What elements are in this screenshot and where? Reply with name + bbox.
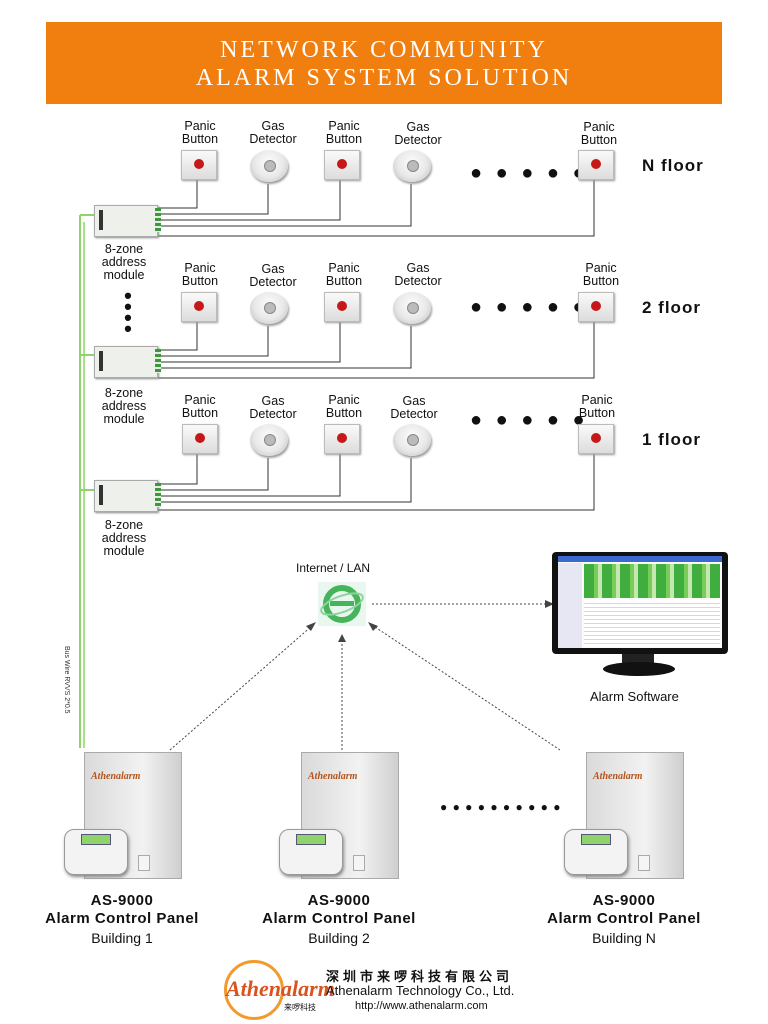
internet-explorer-icon	[318, 582, 366, 626]
arrow-heads	[306, 600, 554, 642]
more-floors-ellipsis: ••••	[124, 283, 132, 341]
panic-button-icon	[578, 150, 614, 180]
more-devices-ellipsis: ● ● ● ● ●	[470, 296, 589, 318]
panel-building-1: Building 1	[91, 930, 153, 946]
network-links	[169, 603, 561, 751]
software-label: Alarm Software	[590, 689, 679, 704]
monitor-base-icon	[603, 662, 675, 676]
keypad-icon	[279, 829, 343, 875]
gas-detector-icon	[250, 424, 288, 456]
gas-detector-icon	[393, 150, 431, 182]
more-devices-ellipsis: ● ● ● ● ●	[470, 162, 589, 184]
address-module-icon	[94, 346, 161, 378]
panel-model-2: AS-9000	[307, 892, 371, 909]
panic-button-icon	[578, 424, 614, 454]
bus-wire-label: Bus Wire RVVS 2*0.5	[63, 646, 70, 714]
monitor-stand-icon	[622, 654, 654, 664]
remote-icon	[138, 855, 150, 871]
panic-button-icon	[182, 424, 218, 454]
n-floor-wiring	[158, 178, 595, 237]
panel-building-n: Building N	[592, 930, 656, 946]
company-name-en: Athenalarm Technology Co., Ltd.	[326, 983, 515, 998]
panic-button-icon	[324, 292, 360, 322]
cabinet-logo: Athenalarm	[308, 771, 358, 782]
panel-name-2: Alarm Control Panel	[262, 910, 416, 927]
cabinet-logo: Athenalarm	[91, 771, 141, 782]
floor-label-2: 2 floor	[642, 298, 701, 317]
floor-label-1: 1 floor	[642, 430, 701, 449]
floor-label-n: N floor	[642, 156, 704, 175]
company-logo: Athenalarm 来啰科技	[222, 958, 335, 1020]
more-devices-ellipsis: ● ● ● ● ●	[470, 409, 589, 431]
address-module-icon	[94, 205, 161, 237]
gas-detector-icon	[393, 292, 431, 324]
alarm-software-screen	[558, 556, 722, 648]
panic-button-icon	[324, 150, 360, 180]
company-name-cn: 深圳市来啰科技有限公司	[326, 969, 514, 984]
gas-detector-icon	[393, 424, 431, 456]
network-label: Internet / LAN	[296, 561, 371, 575]
panel-model-n: AS-9000	[592, 892, 656, 909]
keypad-icon	[564, 829, 628, 875]
gas-detector-icon	[250, 292, 288, 324]
cabinet-logo: Athenalarm	[593, 771, 643, 782]
title-line-2: ALARM SYSTEM SOLUTION	[195, 65, 573, 91]
more-panels-ellipsis: ● ● ● ● ● ● ● ● ● ●	[440, 800, 562, 814]
panel-name-n: Alarm Control Panel	[547, 910, 701, 927]
panel-building-2: Building 2	[308, 930, 370, 946]
title-line-1: NETWORK COMMUNITY	[220, 37, 548, 63]
remote-icon	[353, 855, 365, 871]
panic-button-icon	[181, 150, 217, 180]
title-banner: NETWORK COMMUNITY ALARM SYSTEM SOLUTION	[46, 22, 722, 104]
panel-model-1: AS-9000	[90, 892, 154, 909]
panic-button-icon	[324, 424, 360, 454]
2-floor-wiring	[158, 320, 595, 379]
panel-name-1: Alarm Control Panel	[45, 910, 199, 927]
company-url[interactable]: http://www.athenalarm.com	[355, 1000, 488, 1012]
panic-button-icon	[181, 292, 217, 322]
keypad-icon	[64, 829, 128, 875]
panic-button-icon	[578, 292, 614, 322]
1-floor-wiring	[158, 452, 595, 511]
address-module-icon	[94, 480, 161, 512]
gas-detector-icon	[250, 150, 288, 182]
remote-icon	[638, 855, 650, 871]
